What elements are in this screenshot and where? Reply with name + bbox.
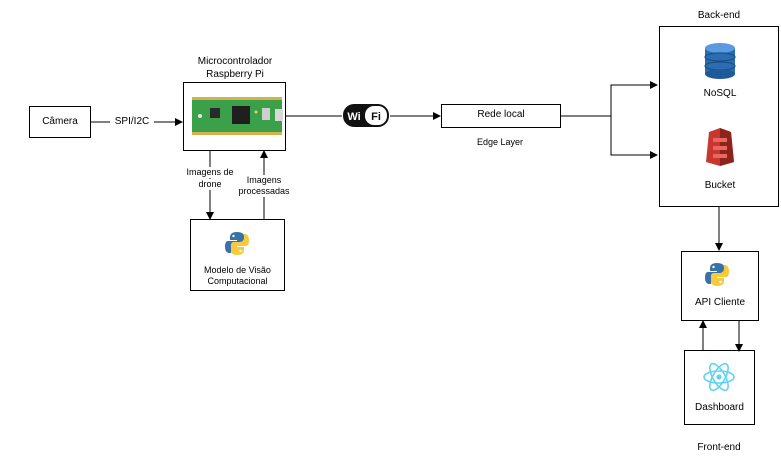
from-model-label-line2: processadas: [234, 186, 294, 198]
svg-text:Wi: Wi: [347, 111, 360, 123]
backend-box: [659, 26, 779, 207]
dashboard-label: Dashboard: [695, 402, 744, 413]
camera-box: [29, 106, 91, 138]
microcontroller-title-line1: Microcontrolador: [197, 56, 273, 67]
from-model-label-line1: Imagens: [234, 175, 294, 187]
to-model-label-line1: Imagens de: [180, 167, 240, 179]
microcontroller-title-line2: Raspberry Pi: [206, 69, 264, 80]
raspberry-pi-pico-image: [192, 97, 283, 135]
storage-bucket-icon: [706, 128, 734, 166]
nosql-label: NoSQL: [703, 88, 737, 99]
bucket-label: Bucket: [704, 180, 736, 191]
dashboard-box: [684, 350, 755, 425]
vision-model-label-line1: Modelo de Visão: [204, 265, 271, 275]
react-icon: [703, 362, 735, 392]
spi-i2c-label: SPI/I2C: [110, 116, 154, 129]
local-network-box: [441, 104, 561, 128]
microcontroller-box: [183, 82, 286, 151]
to-model-label-line2: drone: [180, 179, 240, 191]
api-client-box: [681, 251, 759, 321]
camera-label: Câmera: [42, 116, 78, 127]
vision-model-label-line2: Computacional: [207, 276, 268, 286]
frontend-title: Front-end: [697, 442, 741, 453]
local-network-label: Rede local: [477, 109, 525, 120]
python-icon: [705, 263, 729, 286]
vision-model-box: [190, 219, 285, 291]
database-icon: [704, 43, 736, 79]
arrow-to-bucket: [610, 116, 658, 159]
wifi-logo: Wi Fi: [343, 104, 389, 127]
arrow-to-nosql: [610, 81, 658, 155]
edge-layer-label: Edge Layer: [476, 137, 524, 147]
svg-text:Fi: Fi: [371, 111, 381, 123]
python-icon: [225, 232, 249, 255]
backend-title: Back-end: [697, 10, 741, 21]
api-client-label: API Cliente: [694, 297, 746, 308]
